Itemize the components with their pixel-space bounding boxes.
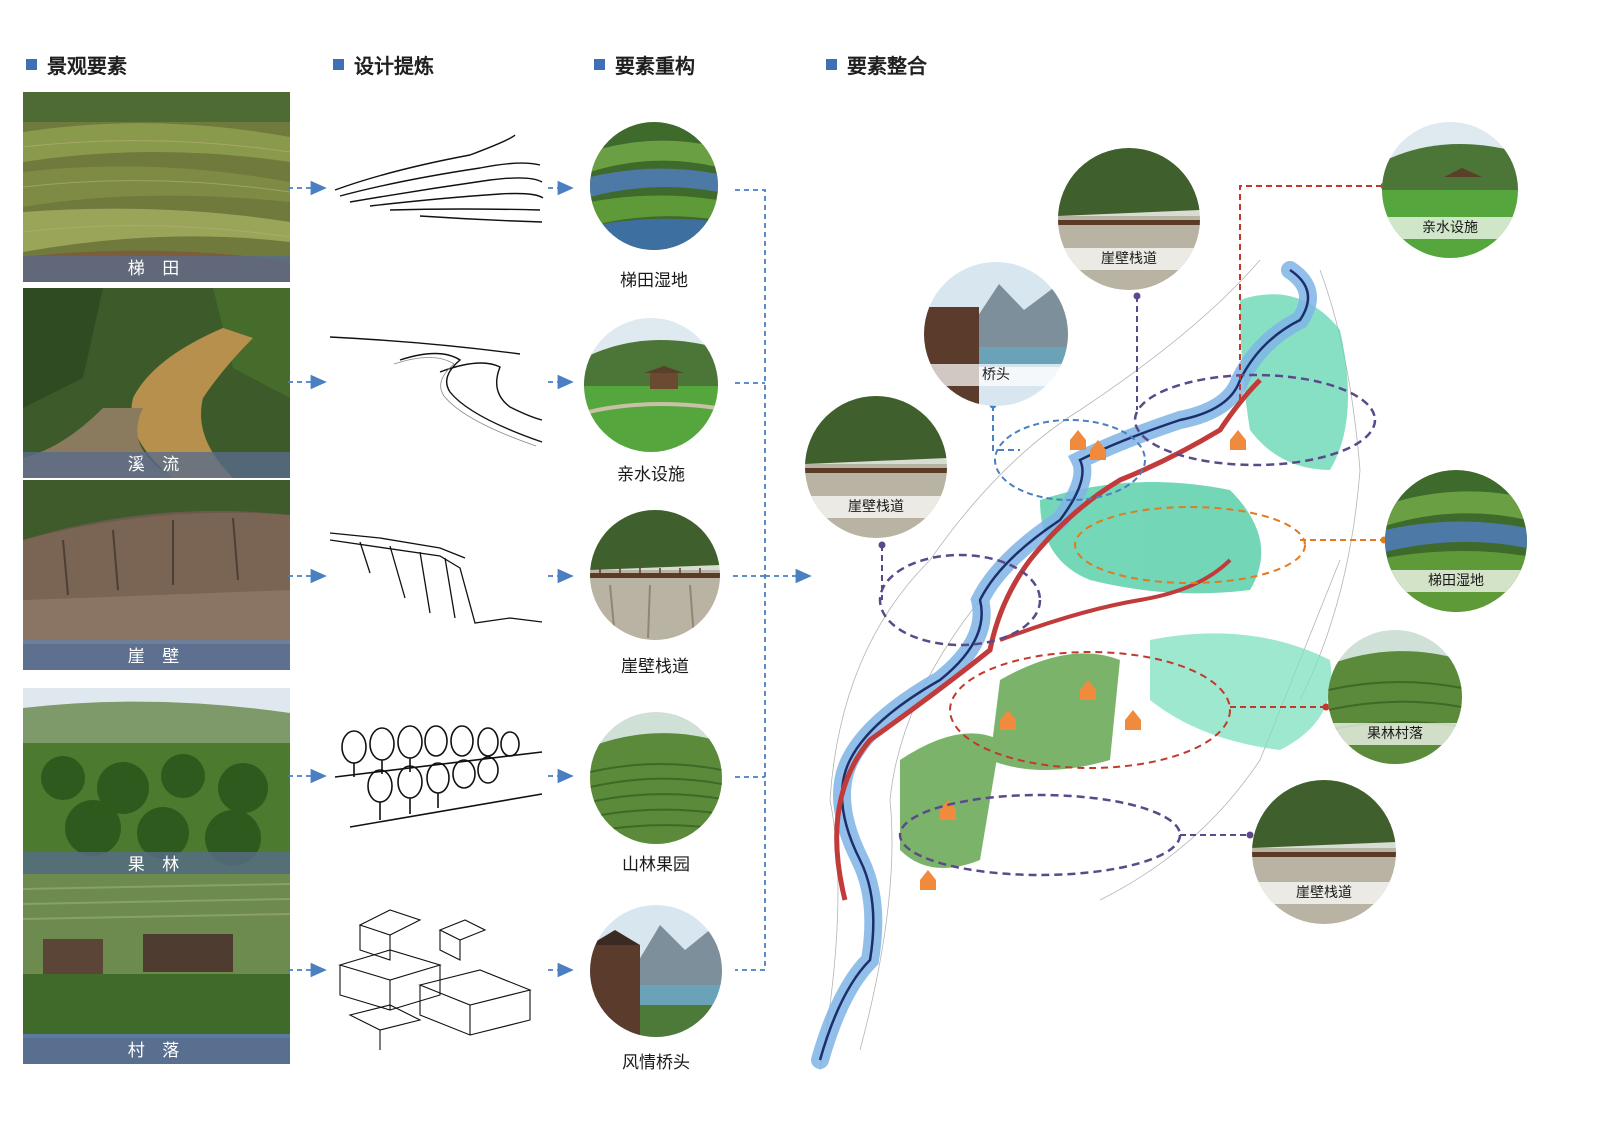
map-callout-label: 崖壁栈道 <box>1252 881 1396 904</box>
reconstruction-label: 亲水设施 <box>617 465 685 485</box>
photo-orchard: 果 林 <box>23 688 290 878</box>
bullet-square-icon <box>26 59 37 70</box>
reconstruction-label: 山林果园 <box>622 855 690 875</box>
header-label: 要素整合 <box>847 54 927 78</box>
header-label: 要素重构 <box>615 54 695 78</box>
bullet-square-icon <box>594 59 605 70</box>
map-callout-label: 亲水设施 <box>1382 216 1518 239</box>
mountain-orchard-image <box>590 712 722 844</box>
photo-caption: 溪 流 <box>23 452 290 478</box>
photo-caption: 村 落 <box>23 1038 290 1064</box>
photo-terraced-fields: 梯 田 <box>23 92 290 282</box>
map-callout-bridgehead: 桥头 <box>924 262 1068 406</box>
map-callout-waterside: 亲水设施 <box>1382 122 1518 258</box>
terrace-sketch <box>334 134 544 223</box>
photo-caption: 果 林 <box>23 852 290 878</box>
header-element-reconstruction: 要素重构 <box>594 50 695 79</box>
map-callout-label: 桥头 <box>924 363 1068 386</box>
header-landscape-elements: 景观要素 <box>26 50 127 79</box>
photo-caption: 梯 田 <box>23 256 290 282</box>
map-callout-label: 崖壁栈道 <box>805 496 947 519</box>
photo-cliff: 崖 壁 <box>23 480 290 670</box>
photo-village: 村 落 <box>23 874 290 1064</box>
reconstruction-label: 风情桥头 <box>622 1053 690 1073</box>
map-callout-label: 崖壁栈道 <box>1058 248 1200 271</box>
stream-sketch <box>330 336 543 447</box>
header-element-integration: 要素整合 <box>826 50 927 79</box>
cliff-walkway-image <box>590 510 720 640</box>
map-callout-wetland: 梯田湿地 <box>1385 470 1527 612</box>
map-callout-cliff-top: 崖壁栈道 <box>1058 148 1200 290</box>
map-callout-cliff-bottom: 崖壁栈道 <box>1252 780 1396 924</box>
photo-caption: 崖 壁 <box>23 644 290 670</box>
photo-stream: 溪 流 <box>23 288 290 478</box>
header-design-extraction: 设计提炼 <box>333 50 434 79</box>
orchard-sketch <box>334 725 543 828</box>
header-label: 景观要素 <box>47 54 127 78</box>
reconstruction-label: 崖壁栈道 <box>621 657 689 677</box>
waterside-facility-image <box>584 318 718 452</box>
map-callout-orchard-village: 果林村落 <box>1328 630 1462 764</box>
village-sketch <box>338 909 532 1050</box>
cliff-sketch <box>330 532 543 624</box>
map-callout-cliff-left: 崖壁栈道 <box>805 396 947 538</box>
map-callout-label: 梯田湿地 <box>1385 570 1527 593</box>
terrace-wetland-image <box>590 122 718 250</box>
bullet-square-icon <box>826 59 837 70</box>
header-label: 设计提炼 <box>354 54 434 78</box>
map-callout-label: 果林村落 <box>1328 723 1462 746</box>
bullet-square-icon <box>333 59 344 70</box>
reconstruction-label: 梯田湿地 <box>620 271 688 291</box>
bridgehead-image <box>590 905 722 1037</box>
